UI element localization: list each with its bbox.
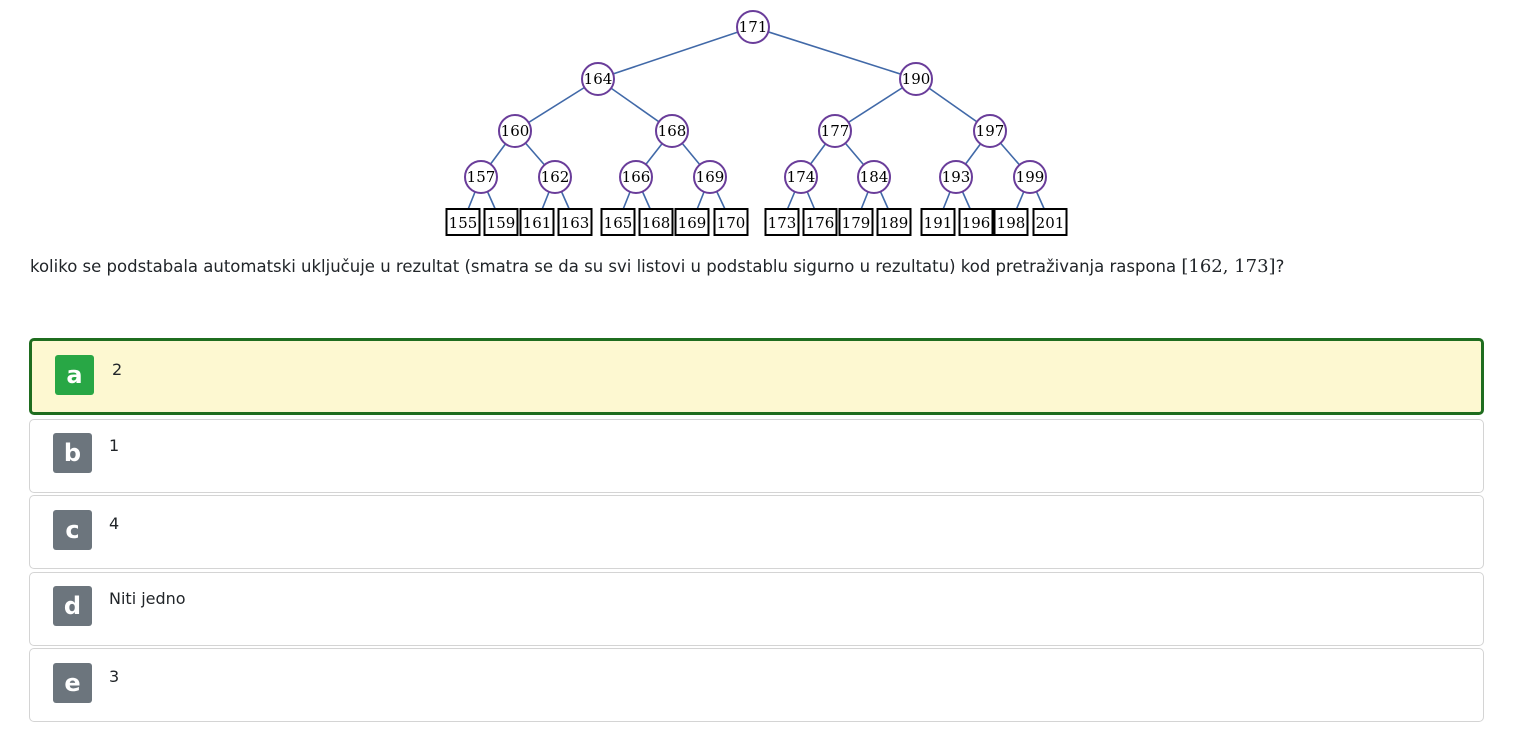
- tree-node: [538, 160, 572, 194]
- tree-node-label: 166: [622, 168, 651, 186]
- tree-node: [581, 62, 615, 96]
- question-range: [162, 173]: [1181, 256, 1276, 277]
- tree-leaf: [802, 208, 838, 236]
- tree-leaf-label: 176: [806, 214, 835, 232]
- answer-letter-badge: d: [53, 586, 92, 626]
- tree-leaf-label: 179: [842, 214, 871, 232]
- tree-leaf-label: 163: [561, 214, 590, 232]
- question-body: koliko se podstabala automatski uključuj…: [30, 257, 1182, 276]
- answer-letter-badge: c: [53, 510, 92, 550]
- tree-node: [693, 160, 727, 194]
- tree-leaf: [713, 208, 749, 236]
- tree-node-label: 174: [787, 168, 816, 186]
- tree-leaf: [920, 208, 956, 236]
- answer-text: 1: [109, 436, 120, 455]
- tree-node: [973, 114, 1007, 148]
- tree-node-label: 184: [860, 168, 889, 186]
- tree-leaf-label: 169: [678, 214, 707, 232]
- tree-leaf: [838, 208, 874, 236]
- tree-node-label: 160: [501, 122, 530, 140]
- tree-leaf-label: 173: [768, 214, 797, 232]
- tree-leaf-label: 198: [997, 214, 1026, 232]
- tree-leaf-label: 161: [523, 214, 552, 232]
- tree-node: [1013, 160, 1047, 194]
- answer-option-a[interactable]: a 2: [29, 338, 1484, 415]
- answer-option-b[interactable]: b 1: [29, 419, 1484, 493]
- tree-leaf: [557, 208, 593, 236]
- tree-node-label: 199: [1016, 168, 1045, 186]
- tree-leaf: [1032, 208, 1068, 236]
- tree-leaf: [600, 208, 636, 236]
- question-text: koliko se podstabala automatski uključuj…: [30, 254, 1510, 280]
- tree-node-label: 157: [467, 168, 496, 186]
- tree-node-label: 193: [942, 168, 971, 186]
- tree-edge: [597, 26, 754, 80]
- tree-node-label: 177: [821, 122, 850, 140]
- tree-leaf: [958, 208, 994, 236]
- tree-leaf-label: 168: [642, 214, 671, 232]
- tree-leaf: [483, 208, 519, 236]
- answer-option-d[interactable]: d Niti jedno: [29, 572, 1484, 646]
- answer-letter-badge: b: [53, 433, 92, 473]
- tree-node: [736, 10, 770, 44]
- tree-leaf: [764, 208, 800, 236]
- tree-node-label: 169: [696, 168, 725, 186]
- answer-text: 3: [109, 667, 120, 686]
- tree-leaf-label: 189: [880, 214, 909, 232]
- answer-option-c[interactable]: c 4: [29, 495, 1484, 569]
- tree-leaf-label: 159: [487, 214, 516, 232]
- tree-leaf: [638, 208, 674, 236]
- tree-node: [899, 62, 933, 96]
- answer-letter-badge: e: [53, 663, 92, 703]
- answer-text: Niti jedno: [109, 589, 186, 608]
- tree-leaf-label: 165: [604, 214, 633, 232]
- answer-text: 4: [109, 514, 120, 533]
- tree-node-label: 171: [739, 18, 768, 36]
- tree-node: [464, 160, 498, 194]
- tree-leaf-label: 155: [449, 214, 478, 232]
- tree-node-label: 197: [976, 122, 1005, 140]
- tree-leaf: [445, 208, 481, 236]
- tree-node-label: 168: [658, 122, 687, 140]
- range-tree-diagram: 171 164 190 160 168 177 197 157 162 166 169 174 184 1…: [445, 10, 1068, 236]
- answer-text: 2: [112, 360, 123, 379]
- tree-leaf: [876, 208, 912, 236]
- question-suffix: ?: [1275, 257, 1285, 276]
- tree-leaf-label: 170: [717, 214, 746, 232]
- tree-leaf: [674, 208, 710, 236]
- tree-node: [857, 160, 891, 194]
- tree-leaf-label: 201: [1036, 214, 1065, 232]
- answer-letter-badge: a: [55, 355, 94, 395]
- tree-edge: [752, 26, 917, 80]
- tree-node: [818, 114, 852, 148]
- tree-node: [655, 114, 689, 148]
- tree-node: [784, 160, 818, 194]
- tree-leaf-label: 196: [962, 214, 991, 232]
- tree-leaf: [993, 208, 1029, 236]
- tree-leaf: [519, 208, 555, 236]
- tree-node: [939, 160, 973, 194]
- tree-node-label: 162: [541, 168, 570, 186]
- tree-node-label: 164: [584, 70, 613, 88]
- tree-node: [619, 160, 653, 194]
- answer-option-e[interactable]: e 3: [29, 648, 1484, 722]
- tree-node: [498, 114, 532, 148]
- tree-node-label: 190: [902, 70, 931, 88]
- tree-leaf-label: 191: [924, 214, 953, 232]
